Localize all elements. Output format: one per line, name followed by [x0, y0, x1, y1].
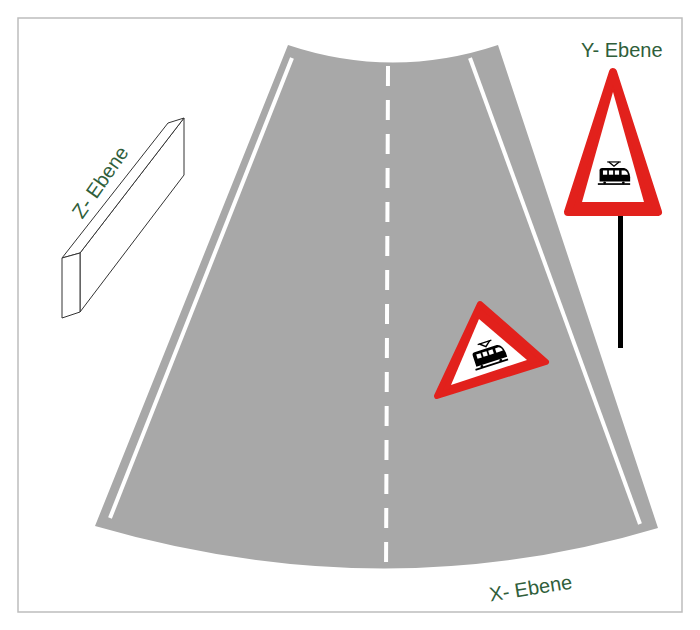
barrier-box: [62, 118, 184, 318]
center-line: [386, 66, 388, 578]
warning-sign: [568, 72, 658, 348]
frame: [18, 18, 682, 612]
road-marking-sign: [437, 304, 546, 396]
plane-label: Y- Ebene: [581, 39, 663, 61]
edge-line: [110, 58, 292, 518]
